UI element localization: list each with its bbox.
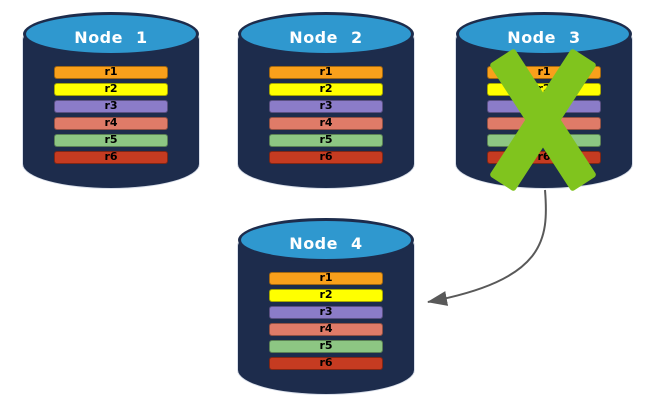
- record-row: r3: [487, 100, 601, 113]
- database-node-3: Node 3 r1 r2 r3 r4 r5 r6: [456, 12, 632, 192]
- record-label: r4: [537, 116, 551, 129]
- record-label: r6: [537, 150, 551, 163]
- record-label: r5: [537, 133, 551, 146]
- record-rows: r1 r2 r3 r4 r5 r6: [54, 66, 168, 168]
- record-label: r2: [104, 82, 118, 95]
- record-row: r1: [269, 66, 383, 79]
- record-row: r6: [269, 151, 383, 164]
- database-node-4: Node 4 r1 r2 r3 r4 r5 r6: [238, 218, 414, 394]
- record-label: r3: [319, 305, 333, 318]
- record-label: r3: [104, 99, 118, 112]
- record-label: r2: [537, 82, 551, 95]
- record-row: r1: [54, 66, 168, 79]
- record-row: r2: [269, 83, 383, 96]
- node-title: Node 1: [74, 28, 148, 47]
- record-row: r4: [487, 117, 601, 130]
- record-rows: r1 r2 r3 r4 r5 r6: [269, 66, 383, 168]
- record-label: r2: [319, 82, 333, 95]
- record-row: r4: [269, 117, 383, 130]
- record-row: r3: [269, 100, 383, 113]
- record-label: r6: [319, 356, 333, 369]
- record-label: r4: [319, 322, 333, 335]
- cylinder-top: [238, 12, 414, 56]
- record-label: r6: [104, 150, 118, 163]
- record-row: r6: [54, 151, 168, 164]
- record-row: r3: [269, 306, 383, 319]
- record-label: r1: [104, 65, 118, 78]
- record-label: r3: [537, 99, 551, 112]
- record-row: r1: [269, 272, 383, 285]
- cylinder-top: [23, 12, 199, 56]
- node-title: Node 4: [289, 234, 363, 253]
- record-row: r5: [269, 340, 383, 353]
- database-node-1: Node 1 r1 r2 r3 r4 r5 r6: [23, 12, 199, 188]
- record-label: r5: [319, 133, 333, 146]
- record-row: r5: [487, 134, 601, 147]
- record-label: r5: [104, 133, 118, 146]
- record-label: r1: [319, 271, 333, 284]
- record-row: r3: [54, 100, 168, 113]
- record-row: r5: [269, 134, 383, 147]
- record-row: r5: [54, 134, 168, 147]
- node-title: Node 2: [289, 28, 363, 47]
- record-label: r1: [319, 65, 333, 78]
- record-label: r1: [537, 65, 551, 78]
- record-label: r4: [319, 116, 333, 129]
- record-label: r4: [104, 116, 118, 129]
- cylinder-top: [238, 218, 414, 262]
- record-row: r2: [54, 83, 168, 96]
- node-title: Node 3: [507, 28, 581, 47]
- record-row: r4: [54, 117, 168, 130]
- record-row: r6: [487, 151, 601, 164]
- record-label: r5: [319, 339, 333, 352]
- record-row: r2: [269, 289, 383, 302]
- database-node-2: Node 2 r1 r2 r3 r4 r5 r6: [238, 12, 414, 188]
- record-row: r2: [487, 83, 601, 96]
- record-label: r3: [319, 99, 333, 112]
- record-row: r1: [487, 66, 601, 79]
- record-rows: r1 r2 r3 r4 r5 r6: [487, 66, 601, 168]
- record-rows: r1 r2 r3 r4 r5 r6: [269, 272, 383, 374]
- record-row: r4: [269, 323, 383, 336]
- record-label: r6: [319, 150, 333, 163]
- record-label: r2: [319, 288, 333, 301]
- record-row: r6: [269, 357, 383, 370]
